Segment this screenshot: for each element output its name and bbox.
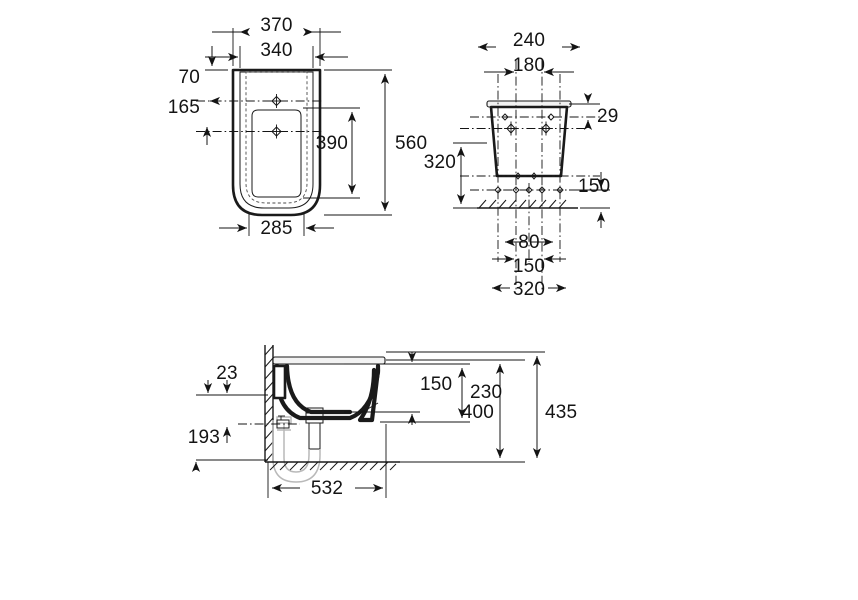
dim-label-560: 560 xyxy=(395,133,427,154)
top-view-hidden-edge xyxy=(245,71,308,204)
dim-label-70: 70 xyxy=(178,67,200,88)
dim-label-180: 180 xyxy=(513,55,545,76)
top-view-bowl-opening xyxy=(251,109,302,198)
dim-label-320-bottom: 320 xyxy=(513,279,545,300)
section-rim-plate xyxy=(272,356,386,365)
dim-label-165: 165 xyxy=(168,97,200,118)
section-bowl-inner xyxy=(284,363,353,415)
dim-label-400: 400 xyxy=(462,402,494,423)
dim-label-435: 435 xyxy=(545,402,577,423)
dim-label-23: 23 xyxy=(216,363,238,384)
dim-label-285: 285 xyxy=(260,218,292,239)
dim-label-532: 532 xyxy=(311,478,343,499)
top-view-group: 370 340 70 165 560 390 xyxy=(168,15,427,239)
front-view-group: 240 180 29 320 150 80 xyxy=(424,30,619,300)
dim-label-193: 193 xyxy=(188,427,220,448)
section-drain-outlet xyxy=(305,407,324,450)
dim-label-150-section: 150 xyxy=(420,374,452,395)
dim-label-390: 390 xyxy=(316,133,348,154)
dim-label-320-left: 320 xyxy=(424,152,456,173)
dim-label-150-right: 150 xyxy=(578,176,610,197)
top-view-outline xyxy=(231,68,322,217)
section-front-support xyxy=(357,367,381,423)
top-view-inner-offset xyxy=(239,71,314,209)
dim-label-80: 80 xyxy=(518,232,540,253)
section-view-group: 23 193 150 230 400 435 xyxy=(188,345,577,499)
section-rear-block xyxy=(272,364,287,400)
dim-label-240: 240 xyxy=(513,30,545,51)
front-floor-hatching xyxy=(477,199,578,209)
front-fixing-holes-upper xyxy=(501,113,555,121)
section-wall-hatching xyxy=(264,345,274,463)
dim-label-370: 370 xyxy=(260,15,292,36)
dim-label-340: 340 xyxy=(260,40,292,61)
front-base-holes xyxy=(514,172,538,180)
dim-label-29: 29 xyxy=(597,106,619,127)
dim-label-150-bottom: 150 xyxy=(513,256,545,277)
dim-label-230: 230 xyxy=(470,382,502,403)
section-floor-hatching xyxy=(265,461,400,471)
